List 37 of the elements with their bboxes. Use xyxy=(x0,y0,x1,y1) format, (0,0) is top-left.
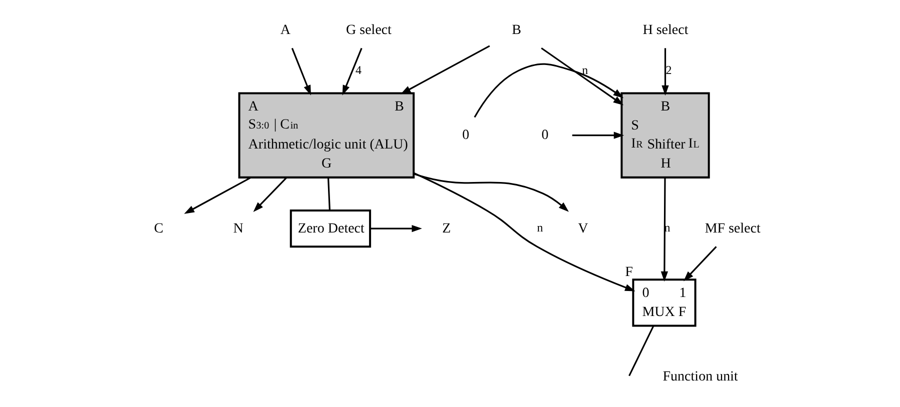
arrow xyxy=(540,48,624,106)
arrow xyxy=(474,63,624,118)
edge-label: n xyxy=(582,62,588,77)
connector xyxy=(628,326,654,376)
node-text: A xyxy=(280,22,290,38)
node-text: C xyxy=(154,220,164,236)
arrow xyxy=(291,48,311,96)
node-box: B S IR Shifter IL H xyxy=(620,92,710,178)
node-text: MF select xyxy=(704,220,761,236)
node-label: F xyxy=(625,264,633,280)
node-text: G select xyxy=(346,22,392,38)
node-text: N xyxy=(233,220,244,236)
arrow xyxy=(184,176,251,214)
node-text: H select xyxy=(642,22,688,38)
arrow xyxy=(370,224,422,232)
node-box: Zero Detect xyxy=(290,210,372,248)
arrow xyxy=(413,173,569,212)
node-text: B xyxy=(512,22,522,38)
edge-label: 4 xyxy=(356,62,362,77)
node-text: V xyxy=(578,220,588,236)
arrow xyxy=(662,48,669,96)
arrow xyxy=(413,172,636,292)
arrow xyxy=(400,45,490,94)
node-text: Z xyxy=(442,220,451,236)
edge-label: n xyxy=(536,220,543,235)
label: Function unit xyxy=(662,368,738,385)
node-box: A B S3:0 | Cin Arithmetic/logic unit (ALU) G xyxy=(238,92,415,178)
arrow xyxy=(253,177,288,212)
edge-label: 2 xyxy=(666,62,672,77)
node-text: 0 xyxy=(541,127,548,144)
node-box: 0 1 MUX F xyxy=(632,278,696,327)
arrow xyxy=(342,48,362,96)
connector xyxy=(327,178,331,210)
arrow xyxy=(684,246,717,282)
node-text: 0 xyxy=(462,127,470,144)
arrow xyxy=(572,132,624,139)
arrow xyxy=(660,178,668,282)
